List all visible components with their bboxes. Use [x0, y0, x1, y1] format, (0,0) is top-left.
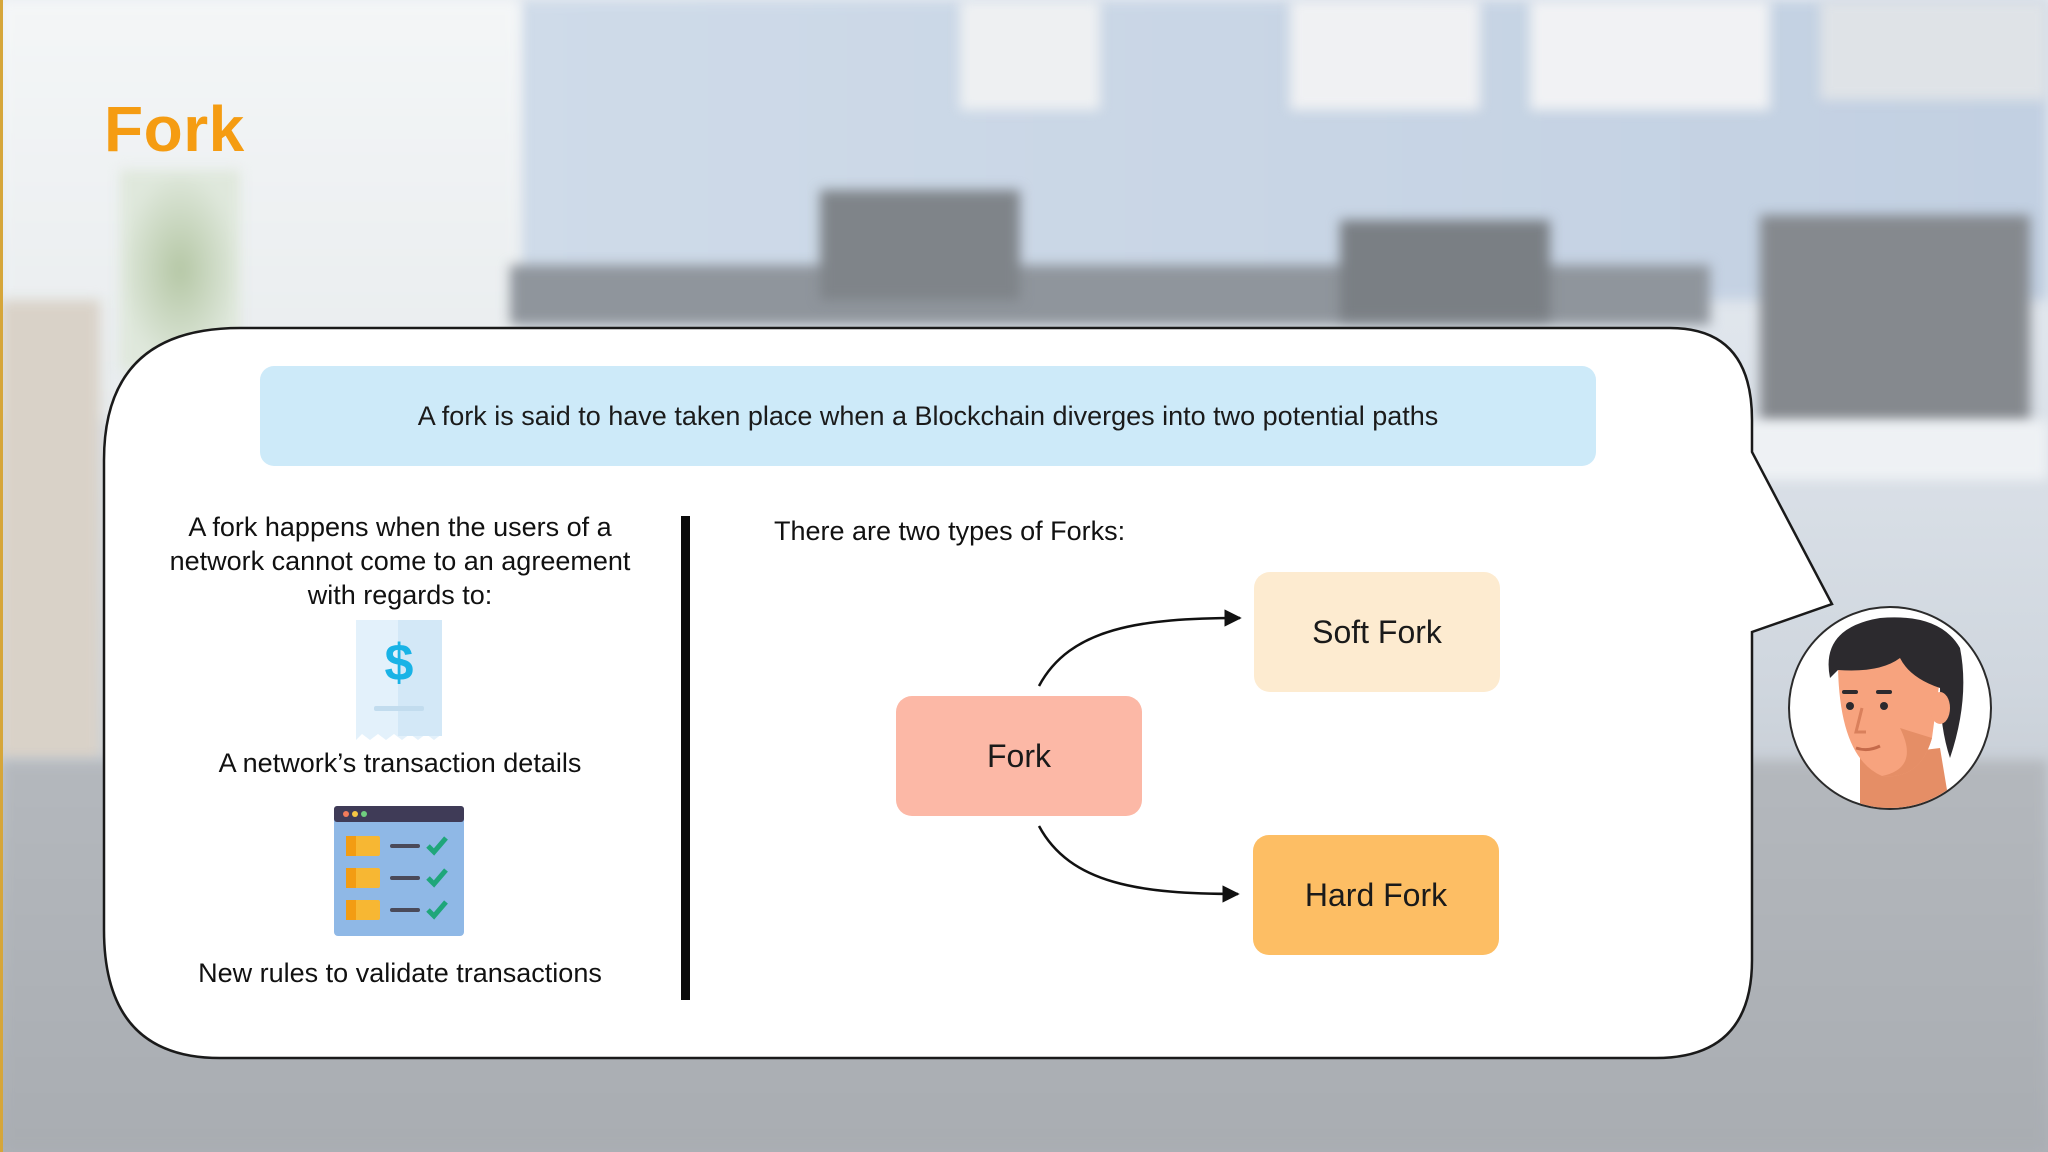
fork-box: Fork: [896, 696, 1142, 816]
presenter-avatar-icon: [1788, 606, 1992, 810]
arrow-to-soft-fork: [1039, 618, 1240, 686]
arrow-to-hard-fork: [1039, 826, 1238, 894]
hard-fork-box: Hard Fork: [1253, 835, 1499, 955]
soft-fork-box: Soft Fork: [1254, 572, 1500, 692]
